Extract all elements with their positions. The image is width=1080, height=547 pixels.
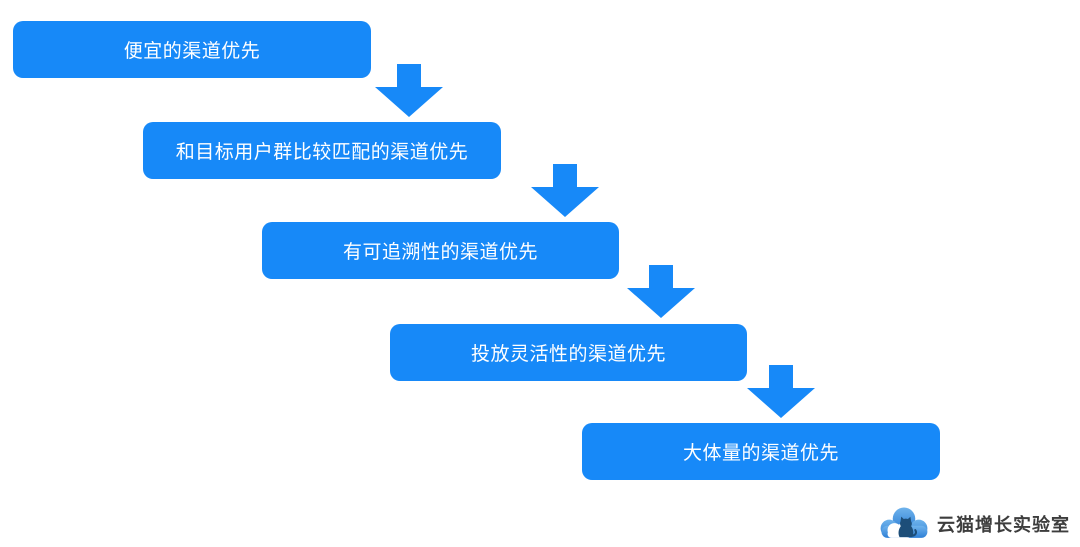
step-box-2: 和目标用户群比较匹配的渠道优先 [143, 122, 501, 179]
down-arrow-icon-3 [627, 265, 695, 318]
cat-silhouette [898, 516, 917, 538]
step-label-5: 大体量的渠道优先 [682, 443, 839, 464]
step-label-3: 有可追溯性的渠道优先 [342, 242, 538, 263]
step-label-4: 投放灵活性的渠道优先 [470, 344, 666, 365]
down-arrow-icon-4 [747, 365, 815, 418]
down-arrow-icon-2 [531, 164, 599, 217]
brand-logo: 云猫增长实验室 [878, 502, 1070, 546]
step-label-1: 便宜的渠道优先 [123, 41, 261, 62]
step-box-5: 大体量的渠道优先 [582, 423, 940, 480]
step-box-3: 有可追溯性的渠道优先 [262, 222, 619, 279]
step-box-1: 便宜的渠道优先 [13, 21, 371, 78]
cloud-cat-logo-icon [880, 507, 928, 538]
step-label-2: 和目标用户群比较匹配的渠道优先 [175, 142, 469, 163]
step-box-4: 投放灵活性的渠道优先 [390, 324, 747, 381]
down-arrow-icon-1 [375, 64, 443, 117]
brand-name: 云猫增长实验室 [937, 515, 1070, 535]
